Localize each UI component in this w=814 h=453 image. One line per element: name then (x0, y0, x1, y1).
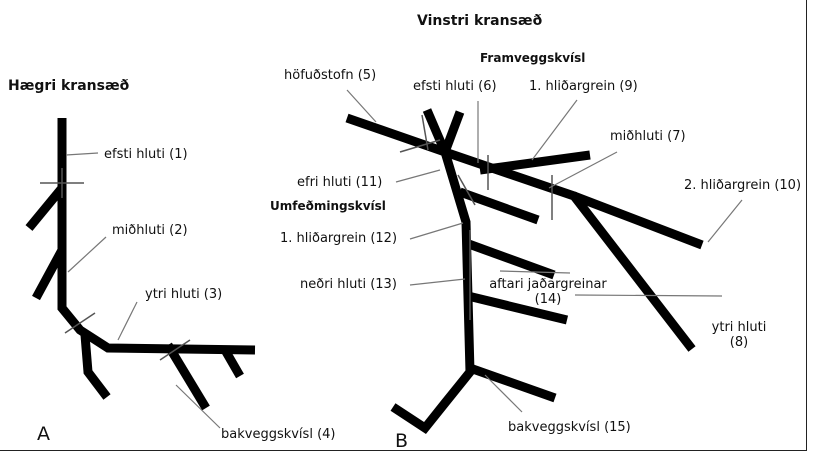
label-lad-distal-line2: (8) (729, 335, 749, 350)
left-coronary-title: Vinstri kransæð (417, 13, 543, 29)
posterolateral-branch-2 (466, 291, 569, 325)
label-rca-proximal: efsti hluti (1) (104, 147, 188, 162)
label-lad-distal-line1: ytri hluti (711, 320, 767, 335)
label-lad-proximal: efsti hluti (6) (413, 79, 497, 94)
rca-boundary-marks (40, 168, 191, 361)
circumflex-main (390, 150, 475, 435)
obtuse-marginal-1-branch (458, 187, 540, 225)
panel-label-a: A (37, 423, 50, 445)
rca-leader-lines (65, 152, 221, 429)
left-coronary-tree (345, 108, 704, 435)
label-obtuse-marginal-1: 1. hliðargrein (12) (280, 231, 398, 246)
label-posterolateral-line1: aftari jaðargreinar (489, 277, 607, 292)
rca-branch-middle (32, 247, 66, 301)
rca-branch-lower-left (80, 334, 111, 400)
panel-label-b: B (395, 430, 409, 452)
right-coronary-tree (25, 118, 256, 411)
label-posterolateral: aftari jaðargreinar (14) (478, 277, 618, 307)
rca-posterior-descending (164, 342, 210, 411)
label-rca-distal: ytri hluti (3) (145, 287, 223, 302)
rca-distal-stub (221, 347, 244, 379)
label-cx-upper: efri hluti (11) (297, 175, 383, 190)
diagonal-2-branch (572, 191, 704, 250)
left-main-and-lad (345, 113, 696, 352)
lad-upper-stub (422, 108, 450, 154)
posterolateral-branch-1 (464, 238, 556, 280)
label-cx-lower: neðri hluti (13) (300, 277, 397, 292)
lca-leader-lines (346, 89, 743, 413)
label-cx-posterior-descending: bakveggskvísl (15) (508, 420, 631, 435)
label-rca-posterior-descending: bakveggskvísl (4) (221, 427, 336, 442)
rca-main-vessel (57, 118, 256, 355)
label-lad-distal: ytri hluti (8) (700, 320, 778, 350)
circumflex-posterior-branch (468, 363, 557, 403)
label-diagonal-2: 2. hliðargrein (10) (684, 178, 802, 193)
lca-boundary-marks (399, 114, 553, 320)
label-main-stem: höfuðstofn (5) (284, 68, 377, 83)
label-lad-mid: miðhluti (7) (610, 129, 686, 144)
label-diagonal-1: 1. hliðargrein (9) (529, 79, 638, 94)
label-posterolateral-line2: (14) (534, 292, 562, 307)
right-coronary-title: Hægri kransæð (8, 78, 130, 94)
diagonal-1-branch (479, 150, 591, 175)
lad-title: Framveggskvísl (480, 51, 586, 65)
lad-upper-stub-2 (440, 110, 465, 154)
circumflex-title: Umfeðmingskvísl (270, 199, 386, 213)
label-rca-mid: miðhluti (2) (112, 223, 188, 238)
rca-branch-upper (25, 185, 66, 231)
